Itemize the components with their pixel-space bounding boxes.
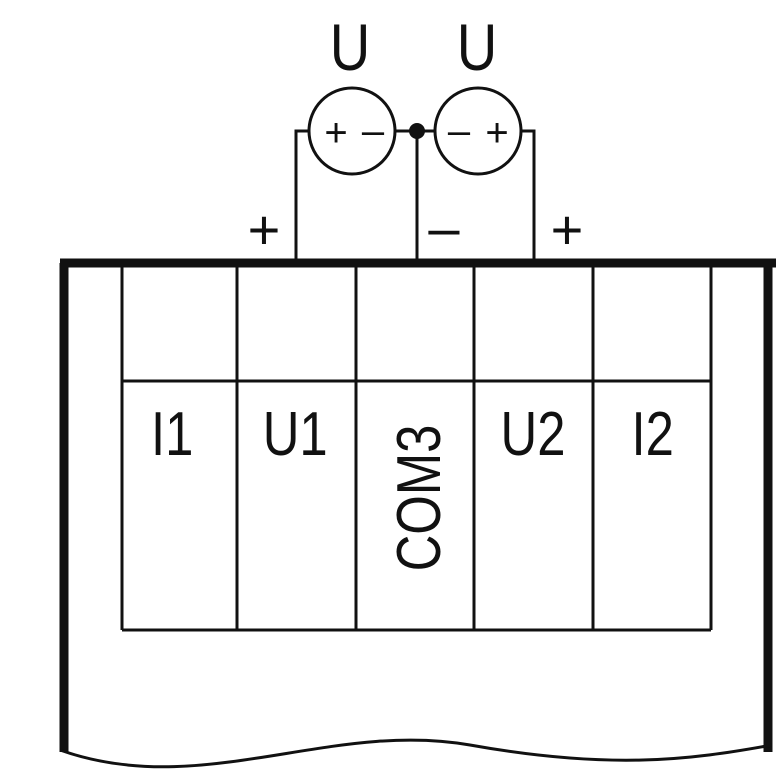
junction-dot (409, 123, 425, 139)
wire-sign-middle: – (428, 196, 460, 259)
wire-left (294, 129, 309, 263)
terminal-label-u2: U2 (501, 400, 566, 469)
terminal-block (120, 263, 713, 632)
source-2-polarity-left: – (448, 109, 471, 153)
wire-sign-left: + (248, 198, 281, 261)
terminal-label-com3: COM3 (385, 425, 454, 572)
terminal-label-i2: I2 (632, 400, 674, 469)
source-1-polarity-right: – (362, 109, 385, 153)
voltage-source-1: + – U (307, 11, 397, 176)
source-1-polarity-left: + (324, 111, 347, 155)
wiring (294, 129, 536, 263)
terminal-label-u1: U1 (263, 400, 328, 469)
terminal-label-i1: I1 (151, 400, 193, 469)
source-1-label: U (330, 11, 371, 84)
source-2-label: U (457, 11, 498, 84)
wire-sign-right: + (551, 198, 584, 261)
voltage-source-2: – + U (433, 11, 523, 176)
wire-right (520, 129, 536, 263)
source-2-polarity-right: + (485, 111, 508, 155)
